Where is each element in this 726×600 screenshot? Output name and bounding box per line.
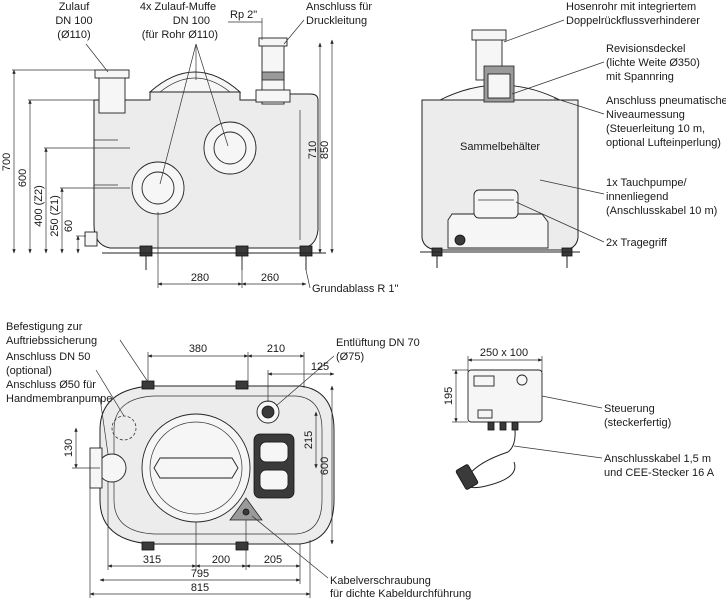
label-anschlusskabel-2: und CEE-Stecker 16 A <box>604 467 715 479</box>
label-pumpe-1: 1x Tauchpumpe/ <box>606 177 687 189</box>
label-steuerung-2: (steckerfertig) <box>604 417 671 429</box>
control-labels: 250 x 100 195 Steuerung (steckerfertig) … <box>443 347 715 479</box>
label-kabel-1: Kabelverschraubung <box>330 575 431 587</box>
label-hosenrohr-1: Hosenrohr mit integriertem <box>566 1 696 13</box>
dim-205: 205 <box>264 554 282 566</box>
dim-125: 125 <box>311 361 329 373</box>
label-griff: 2x Tragegriff <box>606 237 668 249</box>
label-zulauf-2: DN 100 <box>55 15 92 27</box>
dim-130: 130 <box>63 439 75 457</box>
dim-210: 210 <box>267 343 285 355</box>
dim-215: 215 <box>303 431 315 449</box>
dim-260: 260 <box>261 272 279 284</box>
label-o50-2: Handmembranpumpe <box>6 393 112 405</box>
label-druck-1: Anschluss für <box>306 1 372 13</box>
label-kabel-2: für dichte Kabeldurchführung <box>330 588 471 600</box>
pump <box>447 213 549 249</box>
front-labels: Zulauf DN 100 (Ø110) 4x Zulauf-Muffe DN … <box>55 1 398 295</box>
label-zulauf-1: Zulauf <box>59 1 91 13</box>
side-labels: Hosenrohr mit integriertem Doppelrückflu… <box>460 1 726 249</box>
label-entlueftung-2: (Ø75) <box>336 351 364 363</box>
top-dimensions: 380 210 125 130 215 600 315 200 205 795 … <box>63 343 335 598</box>
pump-port <box>454 234 466 246</box>
label-rp: Rp 2" <box>230 9 257 21</box>
label-befestigung-1: Befestigung zur <box>6 321 83 333</box>
label-sammel: Sammelbehälter <box>460 141 540 153</box>
dim-60: 60 <box>63 220 75 232</box>
label-anschlusskabel-1: Anschlusskabel 1,5 m <box>604 453 711 465</box>
dim-710: 710 <box>307 141 319 159</box>
front-dimensions: 700 600 400 (Z2) 250 (Z1) 60 710 850 280… <box>1 39 334 288</box>
label-o50-1: Anschluss Ø50 für <box>6 379 96 391</box>
label-revision-1: Revisionsdeckel <box>606 43 685 55</box>
tank-body-front <box>93 91 319 249</box>
label-zulauf-3: (Ø110) <box>57 29 90 41</box>
label-muffe-2: DN 100 <box>173 15 210 27</box>
label-befestigung-2: Auftriebssicherung <box>6 335 97 347</box>
dim-850: 850 <box>319 141 331 159</box>
dim-195: 195 <box>443 387 455 405</box>
label-dn50-2: (optional) <box>6 365 52 377</box>
dim-600-top: 600 <box>319 457 331 475</box>
label-pumpe-2: innenliegend <box>606 191 668 203</box>
label-pneumatik-2: Niveaumessung <box>606 109 685 121</box>
label-dn50-1: Anschluss DN 50 <box>6 351 90 363</box>
label-pneumatik-1: Anschluss pneumatische <box>606 95 726 107</box>
label-pumpe-3: (Anschlusskabel 10 m) <box>606 205 717 217</box>
label-muffe-3: (für Rohr Ø110) <box>142 29 218 41</box>
front-view <box>84 37 326 270</box>
top-view <box>89 380 335 551</box>
dim-250: 250 (Z1) <box>49 195 61 237</box>
label-druck-2: Druckleitung <box>306 15 367 27</box>
label-muffe-1: 4x Zulauf-Muffe <box>140 1 216 13</box>
label-entlueftung-1: Entlüftung DN 70 <box>336 337 420 349</box>
label-steuerung-1: Steuerung <box>604 403 655 415</box>
drain-nozzle <box>84 231 98 247</box>
dim-200: 200 <box>212 554 230 566</box>
inlet-pipe-left <box>98 72 126 114</box>
top-labels: Befestigung zur Auftriebssicherung Ansch… <box>6 321 471 600</box>
control-unit <box>455 369 543 490</box>
label-revision-3: mit Spannring <box>606 71 674 83</box>
dim-795: 795 <box>191 568 209 580</box>
label-pneumatik-4: optional Lufteinperlung) <box>606 137 721 149</box>
dim-400: 400 (Z2) <box>33 185 45 227</box>
cee-plug <box>455 464 479 490</box>
label-hosenrohr-2: Doppelrückflussverhinderer <box>566 15 700 27</box>
dim-280: 280 <box>191 272 209 284</box>
dim-250x100: 250 x 100 <box>480 347 528 359</box>
label-revision-2: (lichte Weite Ø350) <box>606 57 700 69</box>
dim-815: 815 <box>191 582 209 594</box>
label-pneumatik-3: (Steuerleitung 10 m, <box>606 123 705 135</box>
dim-700: 700 <box>1 153 13 171</box>
dim-315: 315 <box>143 554 161 566</box>
front-dome <box>148 71 242 93</box>
dim-380: 380 <box>189 343 207 355</box>
dim-600: 600 <box>17 169 29 187</box>
label-grundablass: Grundablass R 1" <box>312 283 399 295</box>
